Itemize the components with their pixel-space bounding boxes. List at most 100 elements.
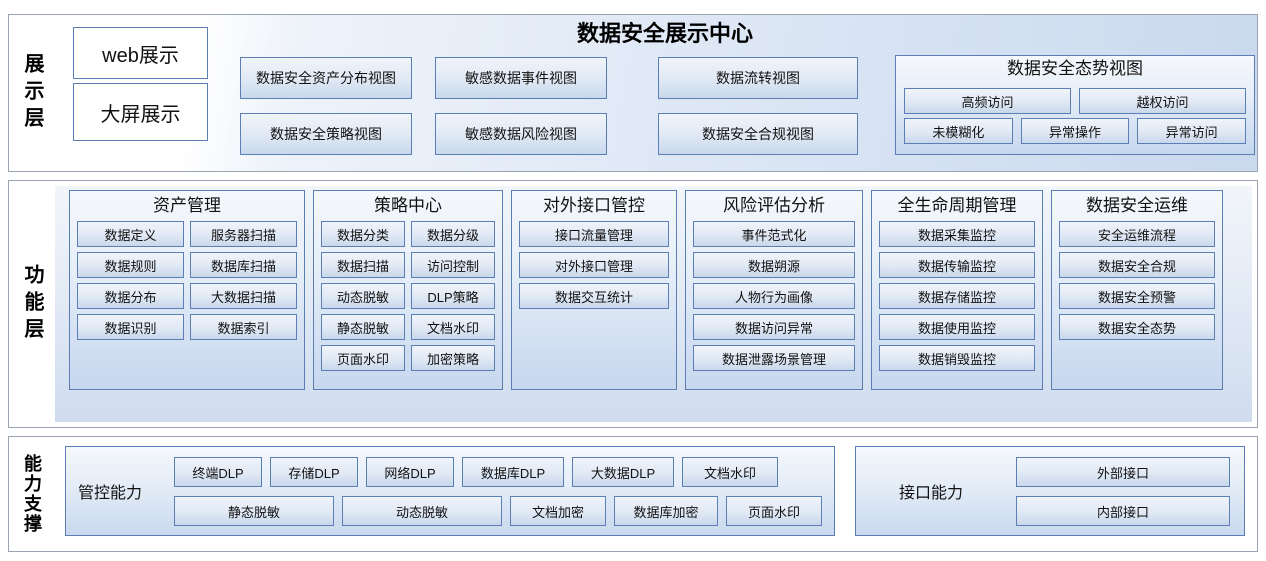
fn-item-data-identification[interactable]: 数据识别 [77,314,184,340]
fn-item-encryption-policy[interactable]: 加密策略 [411,345,495,371]
cap-item-bigdata-dlp[interactable]: 大数据DLP [572,457,674,487]
cap-item-database-dlp[interactable]: 数据库DLP [462,457,564,487]
fn-item-server-scan[interactable]: 服务器扫描 [190,221,297,247]
situation-item-abnormal-operation[interactable]: 异常操作 [1020,118,1130,144]
display-channel-web[interactable]: web展示 [73,27,208,79]
cap-item-network-dlp[interactable]: 网络DLP [366,457,454,487]
interface-capability-row-2: 内部接口 [1016,496,1230,526]
fn-item-access-control[interactable]: 访问控制 [411,252,495,278]
view-data-flow[interactable]: 数据流转视图 [658,57,858,99]
cap-item-page-watermark[interactable]: 页面水印 [726,496,822,526]
fn-item-dynamic-masking[interactable]: 动态脱敏 [321,283,405,309]
fn-item-destruction-monitoring[interactable]: 数据销毁监控 [879,345,1035,371]
fn-item-security-alert[interactable]: 数据安全预警 [1059,283,1215,309]
panel-security-operations: 数据安全运维 安全运维流程 数据安全合规 数据安全预警 数据安全态势 [1051,190,1223,390]
cap-item-document-encryption[interactable]: 文档加密 [510,496,606,526]
panel-interface-capability: 接口能力 外部接口 内部接口 [855,446,1245,536]
fn-item-security-situation[interactable]: 数据安全态势 [1059,314,1215,340]
view-compliance[interactable]: 数据安全合规视图 [658,113,858,155]
cap-item-endpoint-dlp[interactable]: 终端DLP [174,457,262,487]
panel-control-capability: 管控能力 终端DLP 存储DLP 网络DLP 数据库DLP 大数据DLP 文档水… [65,446,835,536]
panel-lifecycle-management: 全生命周期管理 数据采集监控 数据传输监控 数据存储监控 数据使用监控 数据销毁… [871,190,1043,390]
cap-item-dynamic-masking[interactable]: 动态脱敏 [342,496,502,526]
situation-item-unmasked[interactable]: 未模糊化 [904,118,1013,144]
page-title: 数据安全展示中心 [576,21,753,46]
cap-item-internal-interface[interactable]: 内部接口 [1016,496,1230,526]
fn-item-dlp-policy[interactable]: DLP策略 [411,283,495,309]
cap-item-external-interface[interactable]: 外部接口 [1016,457,1230,487]
function-layer: 功能层 资产管理 数据定义 服务器扫描 数据规则 数据库扫描 数据分布 大数据扫… [8,180,1258,428]
panel-interface-capability-title: 接口能力 [898,485,963,502]
display-layer: 展示层 数据安全展示中心 web展示 大屏展示 数据安全资产分布视图 数据安全策… [8,14,1258,172]
panel-security-operations-items: 安全运维流程 数据安全合规 数据安全预警 数据安全态势 [1059,221,1215,340]
function-layer-label: 功能层 [9,181,55,427]
view-security-policy[interactable]: 数据安全策略视图 [240,113,412,155]
fn-item-static-masking[interactable]: 静态脱敏 [321,314,405,340]
panel-asset-management: 资产管理 数据定义 服务器扫描 数据规则 数据库扫描 数据分布 大数据扫描 数据… [69,190,305,390]
fn-item-page-watermark[interactable]: 页面水印 [321,345,405,371]
display-layer-label-text: 展示层 [21,52,43,134]
situation-row-2: 未模糊化 异常操作 异常访问 [904,118,1247,144]
support-layer-body: 管控能力 终端DLP 存储DLP 网络DLP 数据库DLP 大数据DLP 文档水… [55,442,1252,546]
fn-item-bigdata-scan[interactable]: 大数据扫描 [190,283,297,309]
panel-policy-center-title: 策略中心 [374,196,442,215]
control-capability-row-2: 静态脱敏 动态脱敏 文档加密 数据库加密 页面水印 [174,496,826,526]
fn-item-data-scan[interactable]: 数据扫描 [321,252,405,278]
fn-item-ops-process[interactable]: 安全运维流程 [1059,221,1215,247]
cap-item-storage-dlp[interactable]: 存储DLP [270,457,358,487]
display-channel-bigscreen[interactable]: 大屏展示 [73,83,208,141]
panel-lifecycle-management-title: 全生命周期管理 [897,196,1017,215]
panel-policy-center-items: 数据分类 数据分级 数据扫描 访问控制 动态脱敏 DLP策略 静态脱敏 文档水印… [321,221,495,371]
fn-item-database-scan[interactable]: 数据库扫描 [190,252,297,278]
support-layer-label-text: 能力支撑 [22,454,42,534]
view-asset-distribution[interactable]: 数据安全资产分布视图 [240,57,412,99]
panel-lifecycle-management-items: 数据采集监控 数据传输监控 数据存储监控 数据使用监控 数据销毁监控 [879,221,1035,371]
control-capability-row-1: 终端DLP 存储DLP 网络DLP 数据库DLP 大数据DLP 文档水印 [174,457,826,487]
situation-item-privilege-escalation-access[interactable]: 越权访问 [1079,88,1246,114]
fn-item-api-traffic-management[interactable]: 接口流量管理 [519,221,669,247]
fn-item-data-grading[interactable]: 数据分级 [411,221,495,247]
panel-risk-assessment-title: 风险评估分析 [723,196,825,215]
fn-item-data-lineage[interactable]: 数据朔源 [693,252,855,278]
fn-item-leak-scenario-management[interactable]: 数据泄露场景管理 [693,345,855,371]
view-sensitive-risk[interactable]: 敏感数据风险视图 [435,113,607,155]
situation-view-panel: 数据安全态势视图 高频访问 越权访问 未模糊化 异常操作 异常访问 [895,55,1255,155]
situation-view-title: 数据安全态势视图 [1007,59,1143,78]
fn-item-data-interaction-stats[interactable]: 数据交互统计 [519,283,669,309]
display-layer-body: 数据安全展示中心 web展示 大屏展示 数据安全资产分布视图 数据安全策略视图 … [55,15,1257,171]
fn-item-data-definition[interactable]: 数据定义 [77,221,184,247]
function-layer-label-text: 功能层 [21,263,43,345]
fn-item-document-watermark[interactable]: 文档水印 [411,314,495,340]
control-capability-rows: 终端DLP 存储DLP 网络DLP 数据库DLP 大数据DLP 文档水印 静态脱… [174,457,826,526]
view-sensitive-event[interactable]: 敏感数据事件视图 [435,57,607,99]
panel-risk-assessment-items: 事件范式化 数据朔源 人物行为画像 数据访问异常 数据泄露场景管理 [693,221,855,371]
support-layer-label: 能力支撑 [9,437,55,551]
fn-item-data-classification[interactable]: 数据分类 [321,221,405,247]
fn-item-data-index[interactable]: 数据索引 [190,314,297,340]
cap-item-document-watermark[interactable]: 文档水印 [682,457,778,487]
situation-item-high-frequency-access[interactable]: 高频访问 [904,88,1071,114]
panel-security-operations-title: 数据安全运维 [1086,196,1188,215]
panel-control-capability-title: 管控能力 [78,485,143,502]
fn-item-event-normalization[interactable]: 事件范式化 [693,221,855,247]
interface-capability-row-1: 外部接口 [1016,457,1230,487]
situation-item-abnormal-access[interactable]: 异常访问 [1137,118,1247,144]
panel-external-api-control-items: 接口流量管理 对外接口管理 数据交互统计 [519,221,669,309]
function-layer-body: 资产管理 数据定义 服务器扫描 数据规则 数据库扫描 数据分布 大数据扫描 数据… [55,186,1252,422]
fn-item-transmission-monitoring[interactable]: 数据传输监控 [879,252,1035,278]
cap-item-static-masking[interactable]: 静态脱敏 [174,496,334,526]
fn-item-data-rule[interactable]: 数据规则 [77,252,184,278]
fn-item-collection-monitoring[interactable]: 数据采集监控 [879,221,1035,247]
fn-item-data-distribution[interactable]: 数据分布 [77,283,184,309]
fn-item-external-api-management[interactable]: 对外接口管理 [519,252,669,278]
fn-item-usage-monitoring[interactable]: 数据使用监控 [879,314,1035,340]
panel-asset-management-items: 数据定义 服务器扫描 数据规则 数据库扫描 数据分布 大数据扫描 数据识别 数据… [77,221,297,340]
fn-item-security-compliance[interactable]: 数据安全合规 [1059,252,1215,278]
panel-risk-assessment: 风险评估分析 事件范式化 数据朔源 人物行为画像 数据访问异常 数据泄露场景管理 [685,190,863,390]
fn-item-user-behavior-profile[interactable]: 人物行为画像 [693,283,855,309]
cap-item-database-encryption[interactable]: 数据库加密 [614,496,718,526]
fn-item-storage-monitoring[interactable]: 数据存储监控 [879,283,1035,309]
interface-capability-rows: 外部接口 内部接口 [1016,457,1230,526]
fn-item-abnormal-data-access[interactable]: 数据访问异常 [693,314,855,340]
panel-asset-management-title: 资产管理 [153,196,221,215]
